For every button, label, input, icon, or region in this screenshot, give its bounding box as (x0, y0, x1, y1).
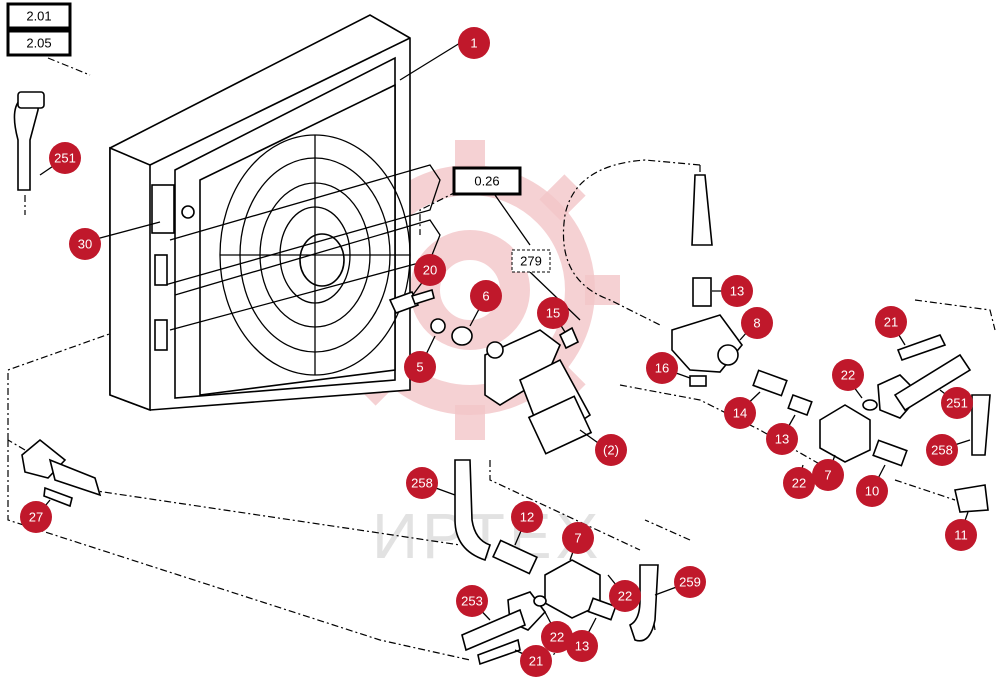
fitting-14 (752, 369, 788, 397)
callout-label: 253 (461, 594, 483, 609)
motor-fasteners (388, 288, 580, 350)
ref-box-sub[interactable]: 279 (511, 249, 551, 273)
callout-12[interactable]: 12 (511, 501, 543, 533)
callout-label: 15 (546, 306, 560, 321)
callout-label: 14 (733, 406, 747, 421)
hose-258-lower (454, 459, 492, 562)
callout-22-lower-right[interactable]: 22 (609, 580, 641, 612)
callout-label: 6 (482, 289, 489, 304)
callout-21-right[interactable]: 21 (875, 306, 907, 338)
callout-22-middle[interactable]: 22 (783, 467, 815, 499)
callout-22-upper[interactable]: 22 (832, 359, 864, 391)
fitting-10 (872, 439, 908, 467)
valve-block-8 (671, 174, 744, 387)
ref-box-top-a[interactable]: 2.01 (6, 2, 72, 30)
callout-14[interactable]: 14 (724, 397, 756, 429)
callout-258-right[interactable]: 258 (926, 434, 958, 466)
callout-label: 22 (841, 368, 855, 383)
callout-label: 259 (679, 575, 701, 590)
callout-1[interactable]: 1 (458, 27, 490, 59)
flange-hose-lower-left (21, 438, 102, 508)
ref-label-top-a: 2.01 (26, 9, 51, 24)
fitting-12 (492, 539, 538, 575)
callout-label: 251 (54, 151, 76, 166)
ref-label-middle: 0.26 (474, 174, 499, 189)
callout-16[interactable]: 16 (646, 352, 678, 384)
callout-label: 13 (575, 639, 589, 654)
callout-label: 30 (78, 237, 92, 252)
callout-22-lower-left[interactable]: 22 (541, 621, 573, 653)
callout-label: 12 (520, 510, 534, 525)
callout-label: 1 (470, 36, 477, 51)
elbow-11 (954, 484, 989, 513)
callout-253[interactable]: 253 (456, 585, 488, 617)
callout-label: 13 (730, 284, 744, 299)
callout-label: 22 (618, 589, 632, 604)
callout-13-lower[interactable]: 13 (566, 630, 598, 662)
callout-label: 5 (416, 360, 423, 375)
callout-label: 21 (529, 654, 543, 669)
callout-label: 16 (655, 361, 669, 376)
callout-label: 20 (423, 263, 437, 278)
callout-15[interactable]: 15 (537, 297, 569, 329)
callout-13-middle[interactable]: 13 (766, 423, 798, 455)
callout-27[interactable]: 27 (20, 501, 52, 533)
callout-label: 27 (29, 510, 43, 525)
callout-label: (2) (603, 443, 619, 458)
fitting-13b (787, 393, 813, 417)
radiator-assembly (109, 14, 441, 412)
callout-6[interactable]: 6 (470, 280, 502, 312)
callout-label: 258 (931, 443, 953, 458)
callout-label: 258 (411, 476, 433, 491)
callout-251-right[interactable]: 251 (941, 387, 973, 419)
ref-label-sub: 279 (520, 254, 542, 269)
callout-30[interactable]: 30 (69, 228, 101, 260)
callout-label: 13 (775, 432, 789, 447)
callout-label: 10 (865, 484, 879, 499)
hydraulic-motor (484, 329, 593, 455)
callout-label: 22 (792, 476, 806, 491)
callout-8[interactable]: 8 (741, 307, 773, 339)
callout-251-top-left[interactable]: 251 (49, 142, 81, 174)
flange-hose-253 (461, 591, 547, 666)
callout-259[interactable]: 259 (674, 566, 706, 598)
block-7-right (819, 404, 871, 463)
callout-11[interactable]: 11 (945, 519, 977, 551)
fitting-13c (587, 597, 617, 621)
ref-label-top-b: 2.05 (26, 36, 51, 51)
callout-label: 22 (550, 630, 564, 645)
callout-7-right[interactable]: 7 (812, 459, 844, 491)
callout-13-upper[interactable]: 13 (721, 275, 753, 307)
hose-251-top-left (13, 91, 45, 191)
hose-258-right (971, 394, 991, 456)
callout-10[interactable]: 10 (856, 475, 888, 507)
callout-label: 7 (824, 468, 831, 483)
callout-label: 8 (753, 316, 760, 331)
flange-hose-251-right (862, 334, 972, 419)
routing-lines (7, 57, 996, 661)
ref-box-middle[interactable]: 0.26 (452, 166, 522, 196)
callout-label: 11 (954, 528, 968, 543)
callout-label: 21 (884, 315, 898, 330)
callout-label: 251 (946, 396, 968, 411)
callout-258-lower[interactable]: 258 (406, 467, 438, 499)
hose-259 (629, 564, 659, 642)
ref-box-top-b[interactable]: 2.05 (6, 29, 72, 57)
callout-20[interactable]: 20 (414, 254, 446, 286)
callout-label: 7 (574, 531, 581, 546)
callout-21-lower[interactable]: 21 (520, 645, 552, 677)
callout-7-lower[interactable]: 7 (562, 522, 594, 554)
callout-2[interactable]: (2) (595, 434, 627, 466)
callout-5[interactable]: 5 (404, 351, 436, 383)
